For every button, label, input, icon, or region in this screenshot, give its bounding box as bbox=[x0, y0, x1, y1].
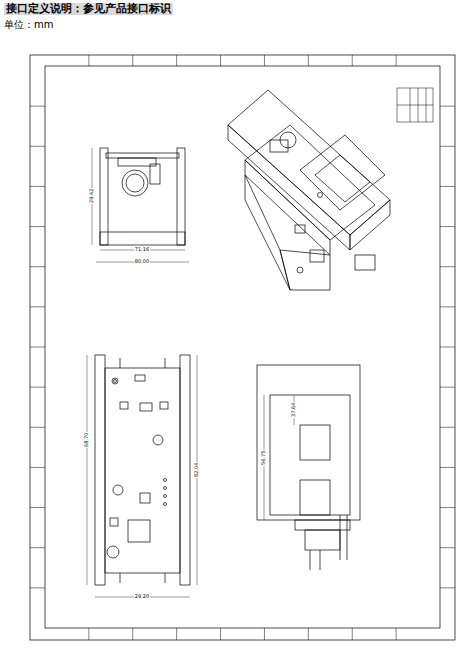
frame-tick bbox=[30, 186, 45, 187]
frame-tick bbox=[440, 226, 455, 227]
frame-tick bbox=[308, 55, 309, 66]
dimension: 37.64 bbox=[291, 402, 297, 418]
outer-frame bbox=[30, 55, 455, 640]
unit-note: 单位：mm bbox=[4, 19, 53, 30]
dimension: 56.75 bbox=[261, 450, 267, 466]
frame-tick bbox=[264, 55, 265, 66]
frame-tick bbox=[30, 226, 45, 227]
frame-tick bbox=[440, 587, 455, 588]
frame-tick bbox=[440, 467, 455, 468]
frame-tick bbox=[264, 628, 265, 640]
title-block bbox=[397, 88, 433, 122]
dimension: 71.16 bbox=[134, 247, 150, 253]
frame-tick bbox=[88, 628, 89, 640]
frame-tick bbox=[132, 55, 133, 66]
frame-ticks bbox=[30, 55, 455, 640]
heading: 接口定义说明：参见产品接口标识 bbox=[4, 3, 173, 15]
dimension: 82.04 bbox=[194, 462, 200, 478]
frame-tick bbox=[352, 628, 353, 640]
frame-tick bbox=[308, 628, 309, 640]
frame-tick bbox=[30, 507, 45, 508]
frame-tick bbox=[30, 547, 45, 548]
inner-frame bbox=[45, 66, 440, 628]
frame-tick bbox=[440, 427, 455, 428]
plan-view bbox=[87, 355, 197, 597]
side-view bbox=[257, 365, 360, 570]
isometric-view bbox=[228, 90, 390, 290]
frame-tick bbox=[352, 55, 353, 66]
frame-tick bbox=[30, 467, 45, 468]
frame-tick bbox=[30, 266, 45, 267]
dimension: 80.00 bbox=[134, 259, 150, 265]
frame-tick bbox=[220, 628, 221, 640]
frame-tick bbox=[132, 628, 133, 640]
frame-tick bbox=[176, 628, 177, 640]
frame-tick bbox=[220, 55, 221, 66]
frame-tick bbox=[440, 186, 455, 187]
dimension: 29.42 bbox=[89, 188, 95, 204]
frame-tick bbox=[30, 306, 45, 307]
frame-tick bbox=[440, 306, 455, 307]
dimension: 68.70 bbox=[84, 432, 90, 448]
front-view bbox=[92, 148, 189, 262]
frame-tick bbox=[396, 628, 397, 640]
frame-tick bbox=[30, 347, 45, 348]
frame-tick bbox=[88, 55, 89, 66]
frame-tick bbox=[176, 55, 177, 66]
dimension: 29.20 bbox=[134, 594, 150, 600]
frame-tick bbox=[30, 106, 45, 107]
frame-tick bbox=[396, 55, 397, 66]
frame-tick bbox=[30, 146, 45, 147]
frame-tick bbox=[440, 507, 455, 508]
frame-tick bbox=[440, 387, 455, 388]
frame-tick bbox=[30, 387, 45, 388]
frame-tick bbox=[30, 587, 45, 588]
frame-tick bbox=[440, 347, 455, 348]
frame-tick bbox=[440, 547, 455, 548]
frame-tick bbox=[440, 146, 455, 147]
frame-tick bbox=[30, 427, 45, 428]
frame-tick bbox=[440, 106, 455, 107]
frame-tick bbox=[440, 266, 455, 267]
